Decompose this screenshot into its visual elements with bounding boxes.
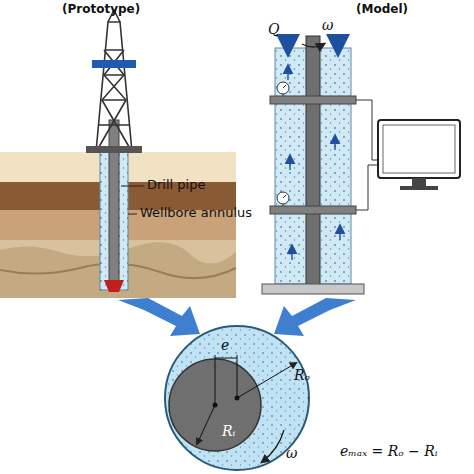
model-column <box>262 36 378 294</box>
panel-heading: (Model) <box>356 3 408 16</box>
drill-bit <box>104 280 124 292</box>
drawworks-band <box>92 60 136 68</box>
part-name: Drill pipe <box>147 178 205 192</box>
formula: eₘₐₓ = Rₒ − Rᵢ <box>340 444 438 459</box>
radius-symbol: Rᵢ <box>222 424 235 439</box>
radius-symbol: Rₒ <box>294 368 310 383</box>
drill-pipe <box>109 120 119 282</box>
rotation-symbol: ω <box>322 18 333 33</box>
part-name: Wellbore annulus <box>140 206 252 220</box>
flow-symbol: Q <box>268 22 279 37</box>
derrick <box>96 10 132 152</box>
panel-heading: (Prototype) <box>62 3 140 16</box>
rig-floor <box>86 146 142 153</box>
cross-section <box>165 326 309 470</box>
rotation-symbol: ω <box>286 446 297 461</box>
eccentricity-symbol: e <box>221 338 229 353</box>
monitor <box>378 120 460 190</box>
